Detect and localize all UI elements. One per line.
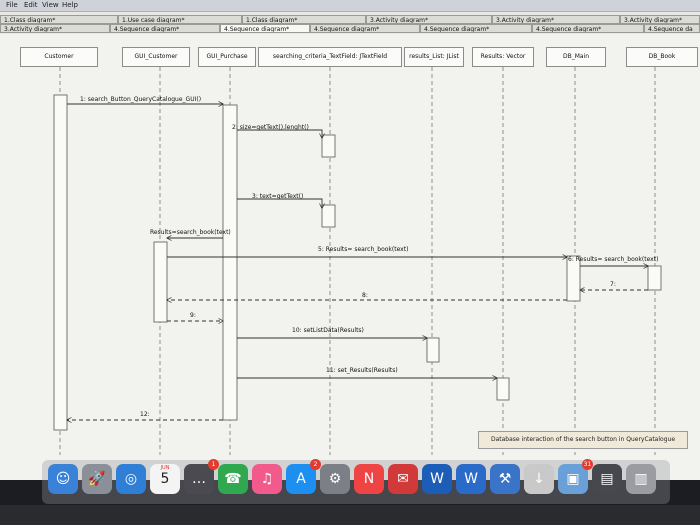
dock-news-icon[interactable]: N (354, 464, 384, 494)
lifeline-results-list[interactable]: results_List: JList (404, 47, 464, 67)
app-store-badge: 2 (310, 459, 321, 470)
tab-row2-2-active[interactable]: 4.Sequence diagram* (220, 24, 310, 33)
word-2-glyph: W (464, 471, 478, 487)
messages-badge: 1 (208, 459, 219, 470)
tab-row1-4[interactable]: 3.Activity diagram* (492, 15, 620, 24)
launchpad-glyph: 🚀 (88, 471, 106, 487)
lifeline-db-main[interactable]: DB_Main (546, 47, 606, 67)
mail-glyph: ✉ (397, 471, 409, 487)
tab-row-1: 1.Class diagram* 1.Use case diagram* 1.C… (0, 15, 700, 25)
safari-glyph: ◎ (124, 471, 138, 487)
activation-size (321, 134, 336, 158)
word-glyph: W (430, 471, 444, 487)
activations (53, 94, 662, 431)
activation-db-book (647, 265, 662, 291)
activation-customer (53, 94, 68, 431)
system-preferences-glyph: ⚙ (328, 471, 342, 487)
dock-word-icon[interactable]: W (422, 464, 452, 494)
downloads-glyph: ↓ (533, 471, 545, 487)
dock-mail-icon[interactable]: ✉ (388, 464, 418, 494)
activation-gui-customer (153, 241, 168, 323)
lifeline-results-vector[interactable]: Results: Vector (472, 47, 534, 67)
dock-preview-icon[interactable]: ▣31 (558, 459, 593, 494)
facetime-glyph: ☎ (224, 471, 242, 487)
tab-row1-0[interactable]: 1.Class diagram* (0, 15, 118, 24)
label-msg-6: 6: Results= search_book(text) (568, 256, 659, 263)
dock-xcode-icon[interactable]: ⚒ (490, 464, 520, 494)
tab-row2-3[interactable]: 4.Sequence diagram* (310, 24, 420, 33)
dock-downloads-icon[interactable]: ↓ (524, 464, 554, 494)
dock-word-2-icon[interactable]: W (456, 464, 486, 494)
dock-launchpad-icon[interactable]: 🚀 (82, 464, 112, 494)
news-glyph: N (363, 471, 375, 487)
dock-messages-icon[interactable]: …1 (184, 459, 219, 494)
menu-help[interactable]: Help (62, 1, 78, 9)
application-window: File Edit View Help 1.Class diagram* 1.U… (0, 0, 700, 480)
monitor-bezel (0, 505, 700, 525)
preview-badge: 31 (582, 459, 593, 470)
messages-glyph: … (192, 471, 206, 487)
label-msg-2: 2: size=getText().lenght() (232, 124, 309, 131)
preview-glyph: ▣ (566, 471, 580, 487)
calendar-month-label: JUN (160, 465, 170, 471)
lifeline-gui-customer[interactable]: GUI_Customer (122, 47, 190, 67)
lifeline-dashes (59, 67, 656, 455)
label-msg-4: Results=search_book(text) (150, 229, 231, 236)
dock-safari-icon[interactable]: ◎ (116, 464, 146, 494)
label-msg-7: 7: (610, 281, 616, 288)
lifeline-customer[interactable]: Customer (20, 47, 98, 67)
message-arrows (67, 104, 648, 420)
activation-gui-purchase (222, 104, 238, 421)
dock-system-preferences-icon[interactable]: ⚙ (320, 464, 350, 494)
lifeline-db-book[interactable]: DB_Book (626, 47, 698, 67)
dock-screen-icon[interactable]: ▤ (592, 464, 622, 494)
dock-music-icon[interactable]: ♫ (252, 464, 282, 494)
arrow-msg-3 (237, 198, 322, 208)
dock-facetime-icon[interactable]: ☎ (218, 464, 248, 494)
label-msg-11: 11: set_Results(Results) (326, 367, 398, 374)
activation-results-vector (496, 377, 510, 401)
menu-edit[interactable]: Edit (24, 1, 38, 9)
tab-row2-5[interactable]: 4.Sequence diagram* (532, 24, 644, 33)
menu-bar: File Edit View Help (0, 0, 700, 12)
tab-row2-1[interactable]: 4.Sequence diagram* (110, 24, 220, 33)
tab-row1-3[interactable]: 3.Activity diagram* (366, 15, 492, 24)
tab-row1-1[interactable]: 1.Use case diagram* (118, 15, 242, 24)
app-store-glyph: A (296, 471, 306, 487)
sequence-diagram (53, 67, 662, 455)
activation-text (321, 204, 336, 228)
trash-glyph: ▥ (634, 471, 648, 487)
label-msg-1: 1: search_Button_QueryCatalogue_GUI() (80, 96, 202, 103)
activation-db-main (566, 255, 581, 302)
label-msg-8: 8: (362, 292, 368, 299)
music-glyph: ♫ (260, 471, 274, 487)
tab-row-2: 3.Activity diagram* 4.Sequence diagram* … (0, 24, 700, 34)
label-msg-3: 3: text=getText() (252, 193, 304, 200)
dock-finder-icon[interactable]: ☺ (48, 464, 78, 494)
screen-glyph: ▤ (600, 471, 614, 487)
menu-file[interactable]: File (6, 1, 18, 9)
calendar-glyph: 5 (160, 471, 170, 487)
label-msg-5: 5: Results= search_book(text) (318, 246, 409, 253)
lifeline-gui-purchase[interactable]: GUI_Purchase (198, 47, 256, 67)
diagram-caption[interactable]: Database interaction of the search butto… (478, 431, 688, 449)
finder-glyph: ☺ (55, 471, 71, 487)
tab-row2-0[interactable]: 3.Activity diagram* (0, 24, 110, 33)
label-msg-9: 9: (190, 312, 196, 319)
menu-view[interactable]: View (42, 1, 59, 9)
arrow-msg-2 (237, 129, 322, 138)
label-msg-12: 12: (140, 411, 150, 418)
lifeline-searching-criteria[interactable]: searching_criteria_TextField: JTextField (258, 47, 402, 67)
tab-row2-4[interactable]: 4.Sequence diagram* (420, 24, 532, 33)
xcode-glyph: ⚒ (498, 471, 512, 487)
dock-trash-icon[interactable]: ▥ (626, 464, 656, 494)
label-msg-10: 10: setListData(Results) (292, 327, 364, 334)
activation-results-list (426, 337, 440, 363)
tab-row1-2[interactable]: 1.Class diagram* (242, 15, 366, 24)
